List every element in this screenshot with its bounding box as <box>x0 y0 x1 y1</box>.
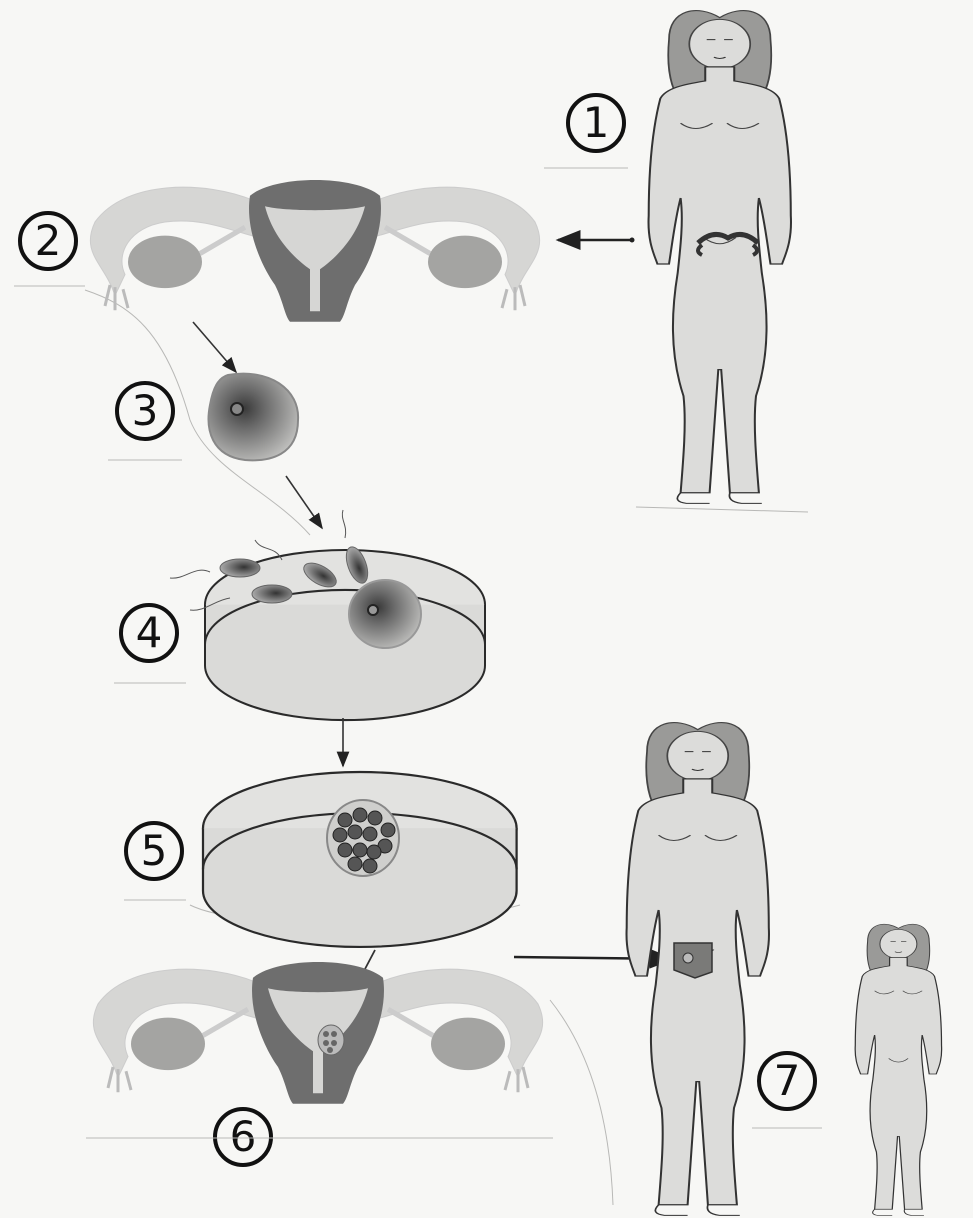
uterus-icon <box>90 180 539 322</box>
egg-cell-icon <box>209 374 299 461</box>
egg-cell-icon <box>349 580 421 648</box>
step-number-label: 5 <box>141 826 168 875</box>
embryo-icon <box>327 800 399 876</box>
step-number-label: 6 <box>230 1112 257 1161</box>
step-number-2: 2 <box>20 213 76 269</box>
uterus-icon <box>674 943 712 978</box>
step-number-6: 6 <box>215 1109 271 1165</box>
step-number-label: 1 <box>583 98 610 147</box>
woman-figure-icon <box>649 11 791 504</box>
step-number-3: 3 <box>117 383 173 439</box>
step-number-5: 5 <box>126 823 182 879</box>
step-number-7: 7 <box>759 1053 815 1109</box>
step-number-1: 1 <box>568 95 624 151</box>
step-number-label: 4 <box>136 608 163 657</box>
step-number-label: 2 <box>35 216 62 265</box>
uterus-icon <box>93 962 542 1104</box>
step-number-label: 7 <box>774 1056 801 1105</box>
embryo-icon <box>318 1025 344 1055</box>
step-number-4: 4 <box>121 605 177 661</box>
step-number-label: 3 <box>132 386 159 435</box>
child-figure-icon <box>855 924 941 1215</box>
